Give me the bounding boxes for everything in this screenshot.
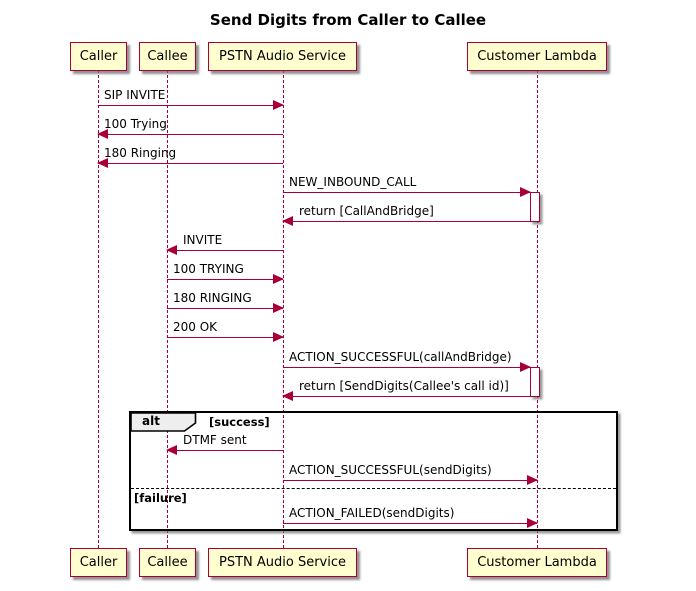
arrowhead-left-icon: [166, 445, 177, 455]
participant-caller-bottom: Caller: [70, 548, 127, 577]
lifeline-caller: [98, 70, 99, 548]
message-200-ok: 200 OK: [167, 320, 284, 342]
message-label: 100 Trying: [104, 117, 167, 131]
arrowhead-left-icon: [166, 245, 177, 255]
message-label: 180 RINGING: [173, 291, 252, 305]
participant-caller-top: Caller: [70, 42, 127, 71]
message-label: return [SendDigits(Callee's call id)]: [299, 379, 509, 393]
participant-pstn-audio-service-top: PSTN Audio Service: [208, 42, 357, 71]
message-label: 100 TRYING: [173, 262, 244, 276]
message-label: ACTION_SUCCESSFUL(callAndBridge): [289, 350, 512, 364]
arrowhead-left-icon: [282, 216, 293, 226]
activation-customer-lambda-1: [530, 192, 540, 222]
message-label: INVITE: [183, 233, 223, 247]
message-return-senddigits: return [SendDigits(Callee's call id)]: [282, 379, 530, 401]
message-label: NEW_INBOUND_CALL: [289, 175, 417, 189]
alt-divider: [131, 488, 616, 489]
participant-pstn-audio-service-bottom: PSTN Audio Service: [208, 548, 357, 577]
diagram-title: Send Digits from Caller to Callee: [209, 11, 487, 29]
arrowhead-left-icon: [282, 391, 293, 401]
alt-guard-success: [success]: [209, 415, 270, 429]
message-100-trying-callee: 100 TRYING: [167, 262, 284, 284]
message-100-trying: 100 Trying: [97, 117, 283, 139]
arrowhead-right-icon: [527, 475, 538, 485]
alt-guard-failure: [failure]: [134, 491, 187, 505]
message-sip-invite: SIP INVITE: [98, 88, 284, 110]
lifeline-customer-lambda: [537, 70, 538, 548]
participant-customer-lambda-top: Customer Lambda: [467, 42, 607, 71]
message-invite: INVITE: [166, 233, 283, 255]
alt-frame: alt [success] [failure]: [129, 411, 618, 531]
message-dtmf-sent: DTMF sent: [166, 433, 283, 455]
message-180-ringing: 180 Ringing: [97, 146, 283, 168]
message-action-failed-senddigits: ACTION_FAILED(sendDigits): [283, 506, 538, 528]
lifeline-callee: [167, 70, 168, 548]
arrowhead-right-icon: [273, 303, 284, 313]
message-label: DTMF sent: [183, 433, 247, 447]
message-label: SIP INVITE: [104, 88, 166, 102]
arrowhead-right-icon: [527, 518, 538, 528]
participant-customer-lambda-bottom: Customer Lambda: [467, 548, 607, 577]
alt-operator-tab: [131, 413, 197, 432]
arrowhead-right-icon: [273, 332, 284, 342]
activation-customer-lambda-2: [530, 367, 540, 397]
message-action-successful-senddigits: ACTION_SUCCESSFUL(sendDigits): [283, 463, 538, 485]
arrowhead-right-icon: [273, 100, 284, 110]
arrowhead-right-icon: [273, 274, 284, 284]
message-label: 180 Ringing: [104, 146, 177, 160]
message-action-successful-callandbridge: ACTION_SUCCESSFUL(callAndBridge): [283, 350, 531, 372]
participant-callee-bottom: Callee: [139, 548, 196, 577]
message-return-callandbridge: return [CallAndBridge]: [282, 204, 530, 226]
alt-operator-label: alt: [142, 414, 160, 428]
arrowhead-left-icon: [97, 129, 108, 139]
arrowhead-right-icon: [520, 362, 531, 372]
message-label: ACTION_SUCCESSFUL(sendDigits): [289, 463, 492, 477]
participant-callee-top: Callee: [139, 42, 196, 71]
arrowhead-left-icon: [97, 158, 108, 168]
message-new-inbound-call: NEW_INBOUND_CALL: [283, 175, 531, 197]
message-label: ACTION_FAILED(sendDigits): [289, 506, 455, 520]
message-label: 200 OK: [173, 320, 218, 334]
message-180-ringing-callee: 180 RINGING: [167, 291, 284, 313]
message-label: return [CallAndBridge]: [299, 204, 434, 218]
arrowhead-right-icon: [520, 187, 531, 197]
